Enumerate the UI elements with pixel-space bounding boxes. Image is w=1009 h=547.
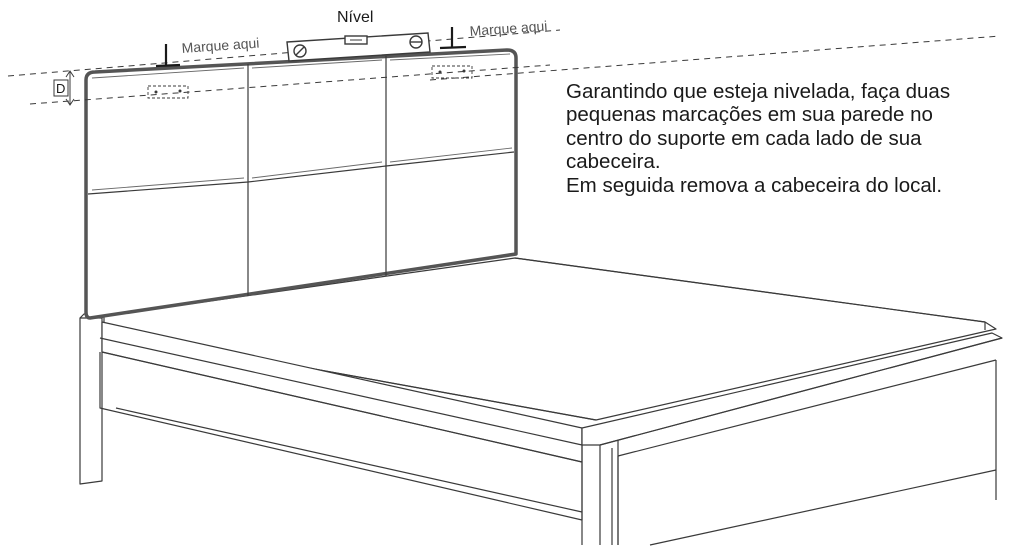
- distance-dimension: [53, 70, 75, 106]
- headboard-outline: [84, 48, 518, 320]
- bed-frame: [79, 257, 1003, 546]
- distance-label: D: [56, 81, 65, 96]
- instruction-line: Em seguida remova a cabeceira do local.: [566, 173, 943, 197]
- bracket-marker-left: [147, 85, 189, 99]
- instruction-line: centro do suporte em cada lado de sua: [566, 126, 922, 150]
- spirit-level: [286, 32, 431, 62]
- instruction-line: pequenas marcações em sua parede no: [566, 103, 933, 127]
- level-vial-icon: [293, 44, 307, 58]
- mark-here-label-right: Marque aqui: [469, 18, 548, 39]
- instruction-line: cabeceira.: [566, 150, 661, 174]
- instruction-line: Garantindo que esteja nivelada, faça dua…: [566, 80, 951, 103]
- level-label: Nível: [337, 9, 373, 26]
- headboard-seam: [87, 151, 515, 195]
- bracket-marker-right: [431, 65, 473, 79]
- pencil-mark-right-icon: [439, 27, 467, 50]
- mark-here-label-left: Marque aqui: [181, 35, 260, 56]
- headboard: [84, 48, 518, 320]
- instruction-text: Garantindo que esteja nivelada, faça dua…: [566, 80, 1002, 197]
- pencil-mark-left-icon: [155, 44, 181, 68]
